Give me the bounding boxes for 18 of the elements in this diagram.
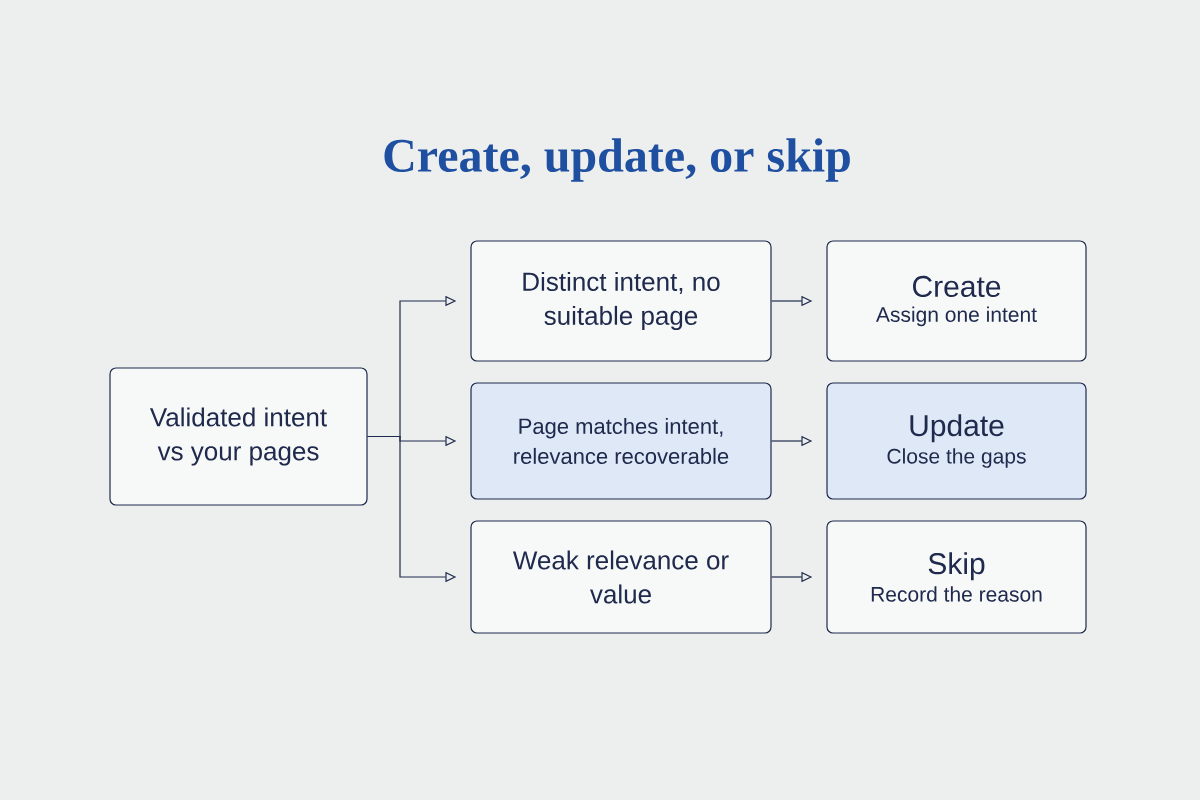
box-heading: Skip bbox=[928, 552, 985, 581]
title: Create, update, or skip bbox=[384, 138, 850, 182]
box-label: Weak relevance or value bbox=[512, 550, 729, 604]
box-label: Validated intent vs your pages bbox=[149, 407, 327, 466]
decision-box bbox=[826, 240, 1087, 362]
decision-box bbox=[826, 520, 1087, 634]
process-box bbox=[470, 240, 772, 362]
box-label: Distinct intent, no suitable page bbox=[523, 271, 720, 331]
box-heading: Update bbox=[910, 414, 1004, 443]
box-label: Page matches intent, relevance recoverable bbox=[514, 417, 729, 465]
box-subtitle: Assign one intent bbox=[876, 306, 1037, 327]
decision-box bbox=[826, 382, 1087, 500]
process-box bbox=[470, 520, 772, 634]
process-box bbox=[470, 382, 772, 500]
box-subtitle: Close the gaps bbox=[887, 448, 1026, 468]
box-heading: Create bbox=[913, 275, 1001, 298]
process-box bbox=[109, 367, 368, 506]
box-subtitle: Record the reason bbox=[871, 586, 1042, 602]
